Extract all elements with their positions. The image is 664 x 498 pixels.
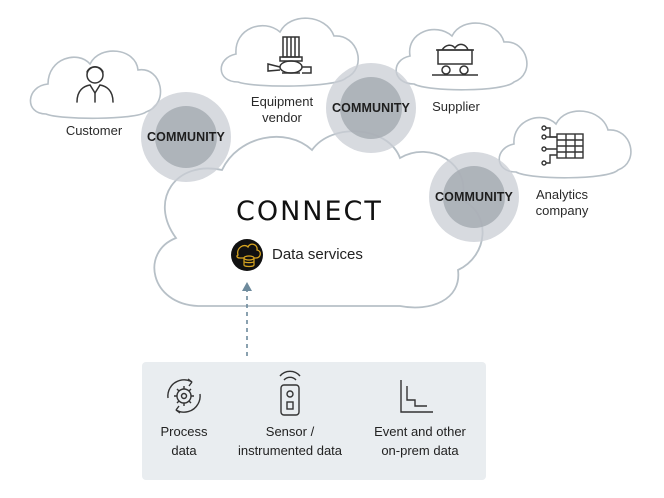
equipment-vendor-cloud bbox=[220, 17, 359, 87]
process-data-label: Process data bbox=[160, 424, 208, 458]
event-data-label: Event and other on-prem data bbox=[374, 424, 466, 458]
person-icon bbox=[76, 66, 114, 103]
data-services-icon bbox=[231, 239, 263, 271]
community-circle-equipment-vendor bbox=[326, 63, 416, 153]
pump-icon bbox=[267, 36, 312, 74]
sensor-data-label: Sensor / instrumented data bbox=[237, 424, 343, 458]
data-flow-arrow bbox=[242, 282, 252, 356]
data-table-icon bbox=[541, 125, 584, 166]
customer-label: Customer bbox=[65, 123, 123, 138]
community-label-customer: COMMUNITY bbox=[147, 130, 225, 144]
customer-cloud bbox=[29, 50, 162, 120]
mine-cart-icon bbox=[432, 43, 478, 76]
event-chart-icon bbox=[400, 380, 433, 413]
supplier-label: Supplier bbox=[432, 99, 480, 114]
data-sources-icons bbox=[167, 370, 433, 416]
community-circle-analytics bbox=[429, 152, 519, 242]
data-services-label: Data services bbox=[272, 246, 363, 263]
analytics-company-label: Analytics company bbox=[535, 187, 589, 218]
connect-logo: CONNECT bbox=[236, 196, 383, 227]
community-label-equipment-vendor: COMMUNITY bbox=[332, 101, 410, 115]
community-circle-customer bbox=[141, 92, 231, 182]
sensor-icon bbox=[279, 370, 301, 416]
analytics-company-cloud bbox=[498, 110, 632, 179]
gear-cycle-icon bbox=[167, 378, 201, 414]
data-sources-panel: Process data Sensor / instrumented data … bbox=[142, 362, 486, 480]
community-label-analytics: COMMUNITY bbox=[435, 190, 513, 204]
equipment-vendor-label: Equipment vendor bbox=[250, 94, 314, 125]
supplier-cloud bbox=[395, 22, 528, 91]
